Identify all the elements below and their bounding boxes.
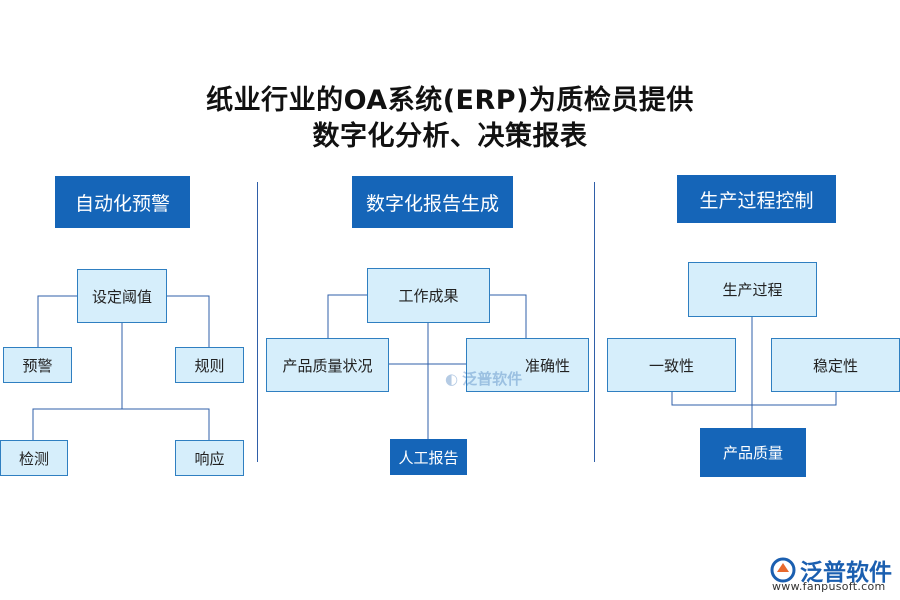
section-divider-1	[257, 182, 258, 462]
connector-stability	[752, 392, 837, 406]
node-rule: 规则	[175, 347, 244, 383]
brand-logo-text: 泛普软件	[800, 560, 892, 586]
connector-result-quality	[327, 294, 368, 338]
node-product-quality: 产品质量	[700, 428, 806, 477]
node-accuracy: 准确性	[466, 338, 589, 392]
node-product-quality-status: 产品质量状况	[266, 338, 389, 392]
section-divider-2	[594, 182, 595, 462]
connector-threshold-rule	[166, 295, 210, 347]
node-manual-report: 人工报告	[390, 439, 467, 475]
center-watermark: ◐ 泛普软件	[445, 368, 522, 389]
node-set-threshold: 设定阈值	[77, 269, 167, 323]
brand-logo-icon: ◐	[445, 369, 459, 388]
node-respond: 响应	[175, 440, 244, 476]
node-warning: 预警	[3, 347, 72, 383]
header-production-control: 生产过程控制	[677, 175, 836, 223]
header-digital-report: 数字化报告生成	[352, 176, 513, 228]
connector-detect-respond	[32, 408, 210, 440]
node-detect: 检测	[0, 440, 68, 476]
node-consistency: 一致性	[607, 338, 736, 392]
brand-url: www.fanpusoft.com	[772, 580, 886, 593]
diagram-title-line2: 数字化分析、决策报表	[312, 121, 588, 152]
connector-result-accuracy	[489, 294, 527, 338]
center-watermark-text: 泛普软件	[462, 370, 523, 388]
node-work-results: 工作成果	[367, 268, 490, 323]
node-production-process: 生产过程	[688, 262, 817, 317]
header-auto-warning: 自动化预警	[55, 176, 190, 228]
brand-logo: 泛普软件	[770, 553, 892, 587]
diagram-title-line1: 纸业行业的OA系统(ERP)为质检员提供	[206, 85, 694, 116]
brand-mark-icon	[770, 557, 796, 583]
connector-threshold-warn	[37, 295, 77, 347]
node-stability: 稳定性	[771, 338, 900, 392]
connector-consistency	[671, 392, 752, 406]
